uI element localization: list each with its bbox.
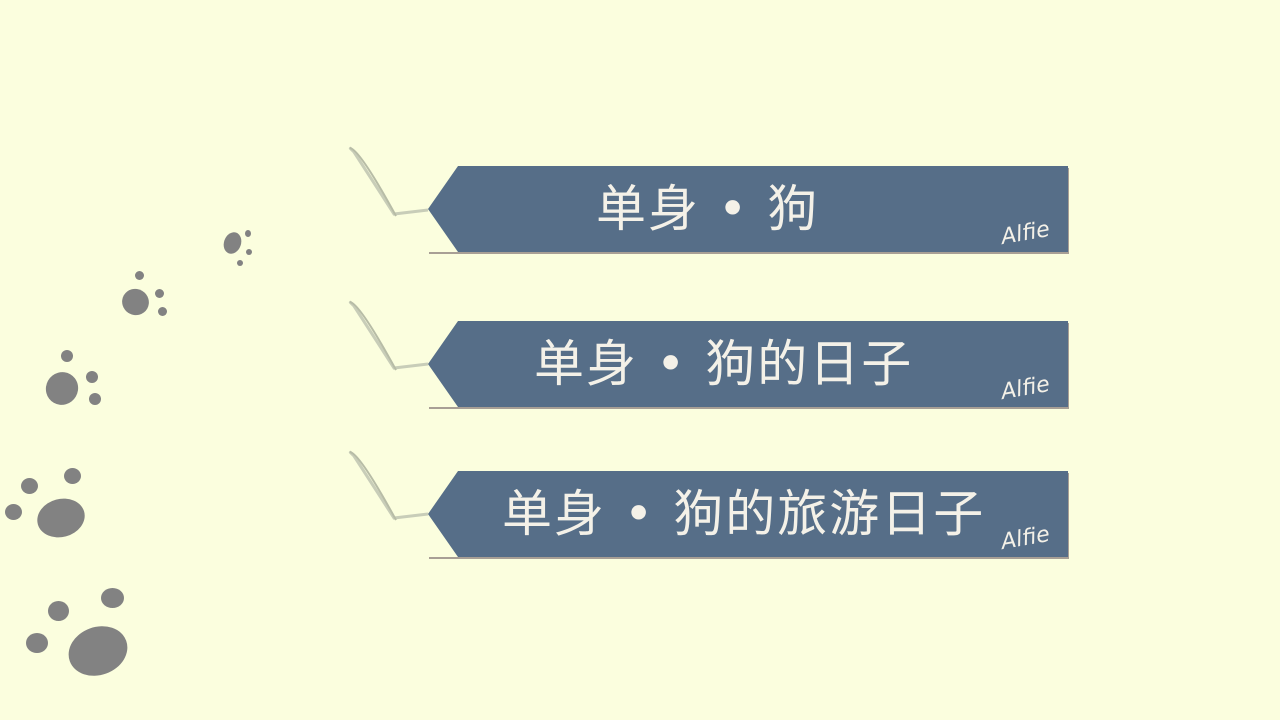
tag-card[interactable]: 单身 • 狗 Alfie [428, 166, 1068, 252]
tag-card[interactable]: 单身 • 狗的日子 Alfie [428, 321, 1068, 407]
string-icon [348, 450, 429, 521]
tag-shape [428, 166, 1068, 252]
tag-title: 单身 • 狗的旅游日子 [502, 485, 986, 543]
tag-title: 单身 • 狗 [596, 180, 820, 238]
tag-title: 单身 • 狗的日子 [534, 335, 914, 393]
tag-card[interactable]: 单身 • 狗的旅游日子 Alfie [428, 471, 1068, 557]
tag-shape [428, 321, 1068, 407]
string-icon [348, 146, 429, 217]
string-icon [348, 300, 429, 371]
tag-shape [428, 471, 1068, 557]
